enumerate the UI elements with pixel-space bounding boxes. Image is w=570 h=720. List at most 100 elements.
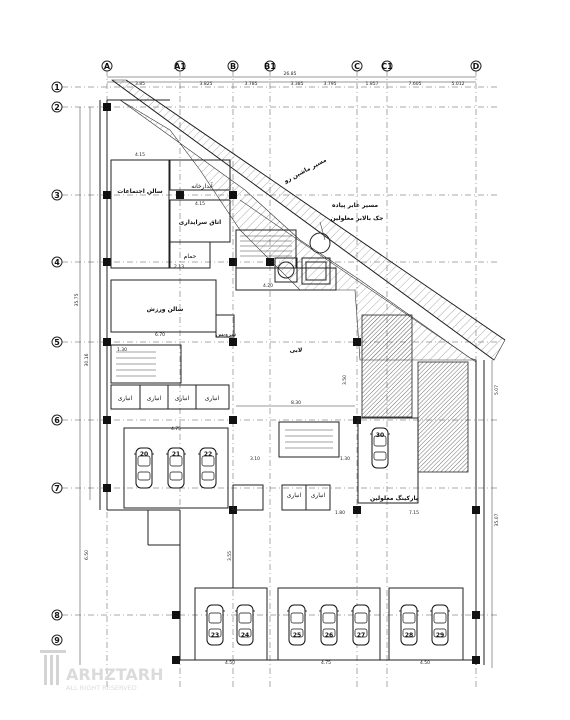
watermark-logo-icon: [40, 650, 66, 685]
svg-text:20: 20: [140, 451, 148, 458]
storage-3-label: انباری: [175, 395, 190, 402]
svg-text:A1: A1: [174, 62, 186, 71]
lobby-label: لابی: [290, 347, 303, 354]
svg-text:23: 23: [211, 632, 219, 639]
svg-text:26: 26: [325, 632, 333, 639]
car-20: 20: [133, 447, 155, 489]
parking-cars: 20 21 22 30 23 24 25 26 27 28 29: [133, 427, 451, 646]
svg-text:9: 9: [54, 636, 60, 645]
axis-bubble-A1: A1: [174, 60, 186, 72]
svg-text:27: 27: [357, 632, 365, 639]
svg-text:3.85: 3.85: [135, 81, 145, 87]
storage-4-label: انباری: [205, 395, 220, 402]
storage-6-label: انباری: [311, 492, 326, 499]
svg-text:4.75: 4.75: [171, 426, 181, 432]
svg-text:35.75: 35.75: [74, 293, 80, 306]
storage-5-label: انباری: [287, 492, 302, 499]
structural-columns: [103, 103, 480, 664]
svg-text:4.15: 4.15: [135, 152, 145, 158]
svg-text:24: 24: [241, 632, 249, 639]
svg-text:D: D: [473, 62, 480, 71]
svg-text:1.30: 1.30: [340, 456, 350, 462]
svg-text:4.15: 4.15: [195, 201, 205, 207]
axis-bubble-6: 6: [51, 414, 63, 426]
svg-text:1: 1: [54, 83, 60, 92]
svg-text:4.20: 4.20: [263, 283, 273, 289]
svg-text:2.13: 2.13: [174, 264, 184, 270]
svg-text:7: 7: [54, 484, 60, 493]
svg-text:7.15: 7.15: [409, 510, 419, 516]
svg-text:C: C: [354, 62, 360, 71]
svg-text:5: 5: [54, 338, 60, 347]
car-24: 24: [234, 604, 256, 646]
driveway-ramp: [111, 79, 506, 363]
driveway-label: مسیر ماشین رو: [282, 156, 328, 185]
svg-text:3.10: 3.10: [250, 456, 260, 462]
car-22: 22: [197, 447, 219, 489]
svg-text:35.07: 35.07: [494, 513, 500, 526]
svg-text:1.80: 1.80: [335, 510, 345, 516]
axis-bubble-D: D: [470, 60, 482, 72]
axis-bubble-3: 3: [51, 189, 63, 201]
car-26: 26: [318, 604, 340, 646]
car-25: 25: [286, 604, 308, 646]
axis-bubble-7: 7: [51, 482, 63, 494]
svg-text:3.825: 3.825: [200, 81, 213, 87]
axis-bubble-5: 5: [51, 336, 63, 348]
disabled-parking-label: پارکینگ معلولین: [370, 494, 418, 502]
svg-text:6.50: 6.50: [84, 550, 90, 560]
svg-text:6: 6: [54, 416, 60, 425]
left-dimension-chain: 35.75 30.16 6.50: [74, 107, 91, 665]
svg-text:22: 22: [204, 451, 212, 458]
svg-text:7.605: 7.605: [409, 81, 422, 87]
svg-text:8: 8: [54, 611, 60, 620]
axis-bubble-B: B: [227, 60, 239, 72]
svg-text:B1: B1: [264, 62, 276, 71]
axis-bubble-B1: B1: [264, 60, 276, 72]
svg-text:4: 4: [54, 258, 60, 267]
svg-text:5.07: 5.07: [494, 385, 500, 395]
svg-text:8.30: 8.30: [291, 400, 301, 406]
meeting-hall-label: سالن اجتماعات: [117, 188, 162, 195]
svg-text:1.857: 1.857: [366, 81, 379, 87]
svg-text:ARHZTARH: ARHZTARH: [66, 665, 163, 684]
laundry-label: آبدارخانه: [191, 181, 213, 190]
svg-text:25: 25: [293, 632, 301, 639]
axis-bubble-A: A: [101, 60, 113, 72]
svg-text:4.50: 4.50: [420, 660, 430, 666]
svg-text:C1: C1: [381, 62, 393, 71]
axis-bubble-8: 8: [51, 609, 63, 621]
svg-text:3.50: 3.50: [342, 375, 348, 385]
svg-text:ALL RIGHT RESERVED: ALL RIGHT RESERVED: [66, 684, 137, 692]
svg-text:3.785: 3.785: [245, 81, 258, 87]
svg-text:30: 30: [376, 432, 384, 439]
car-30: 30: [369, 427, 391, 469]
bath-label: حمام: [184, 253, 197, 260]
svg-text:3.385: 3.385: [291, 81, 304, 87]
axis-bubble-C: C: [351, 60, 363, 72]
axis-bubble-4: 4: [51, 256, 63, 268]
watermark: ARHZTARH ALL RIGHT RESERVED: [40, 650, 163, 692]
svg-text:4.50: 4.50: [225, 660, 235, 666]
svg-text:1.30: 1.30: [117, 347, 127, 353]
axis-bubble-C1: C1: [381, 60, 393, 72]
svg-text:2: 2: [54, 103, 60, 112]
car-28: 28: [398, 604, 420, 646]
storage-2-label: انباری: [147, 395, 162, 402]
axis-bubble-1: 1: [51, 81, 63, 93]
car-23: 23: [204, 604, 226, 646]
gym-label: سالن ورزش: [147, 306, 184, 313]
axis-bubble-9: 9: [51, 634, 63, 646]
axis-bubble-2: 2: [51, 101, 63, 113]
service-label: سرویس: [216, 331, 237, 338]
disabled-lift-label: جک بالابر معلولین: [330, 215, 383, 222]
svg-text:29: 29: [436, 632, 444, 639]
pedestrian-path-label: مسیر عابر پیاده: [332, 202, 378, 209]
svg-text:30.16: 30.16: [84, 353, 90, 366]
interior-rooms: 4.15 سالن اجتماعات آبدارخانه 4.15 اتاق س…: [110, 152, 469, 666]
svg-text:28: 28: [405, 632, 413, 639]
svg-text:3.55: 3.55: [227, 551, 233, 561]
car-29: 29: [429, 604, 451, 646]
car-21: 21: [165, 447, 187, 489]
